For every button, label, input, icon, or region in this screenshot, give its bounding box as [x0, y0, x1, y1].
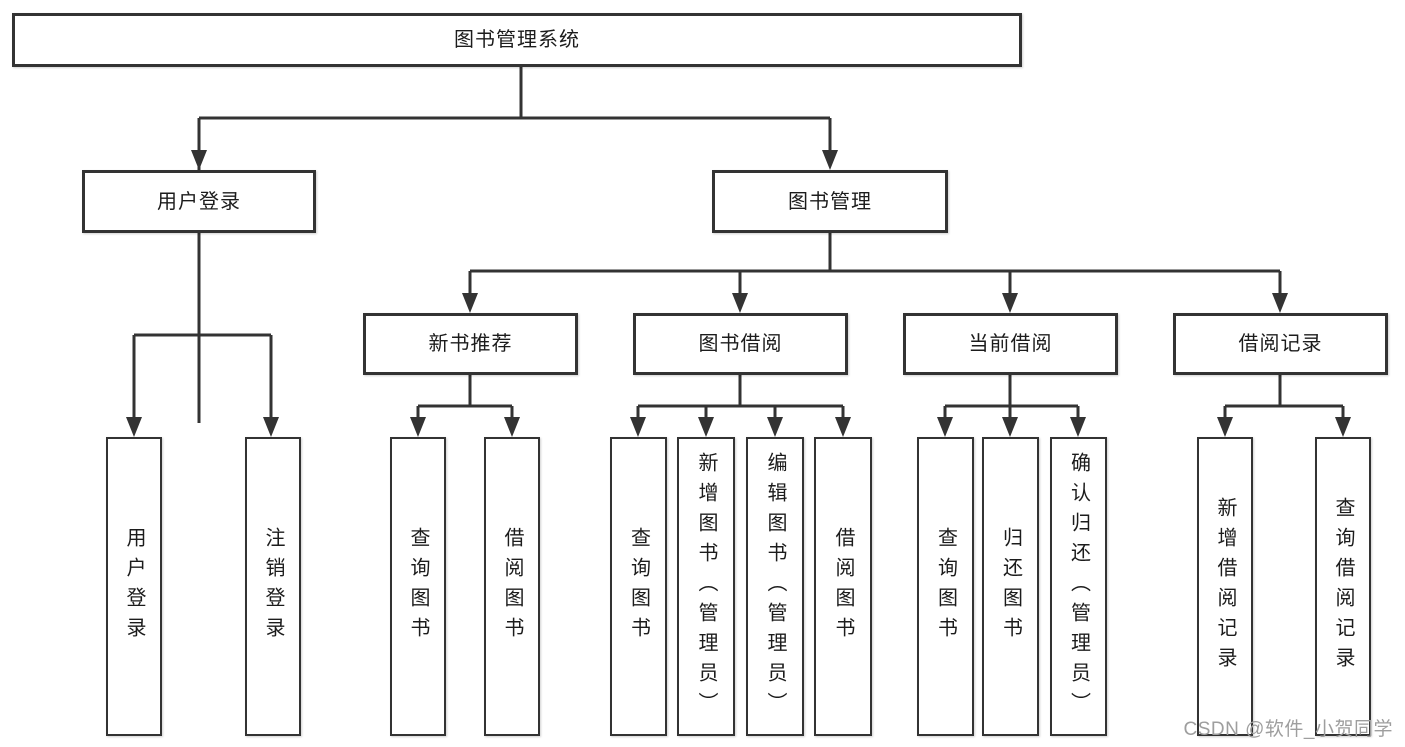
leaf-borrow-books-recommend: 借阅图书: [484, 437, 540, 736]
leaf-query-books-borrow-label: 查询图书: [627, 526, 650, 647]
node-borrow-records-label: 借阅记录: [1238, 333, 1323, 355]
node-root: 图书管理系统: [12, 13, 1022, 67]
leaf-query-books-recommend-label: 查询图书: [407, 526, 429, 647]
leaf-query-books-recommend: 查询图书: [390, 437, 446, 736]
leaf-logout-label: 注销登录: [262, 526, 284, 647]
csdn-watermark: CSDN @软件_小贺同学: [1183, 719, 1393, 740]
node-book-management: 图书管理: [712, 170, 948, 233]
leaf-user-login: 用户登录: [106, 437, 162, 736]
leaf-query-books-current: 查询图书: [917, 437, 974, 736]
node-current-borrow-label: 当前借阅: [968, 333, 1053, 355]
leaf-add-borrow-record-label: 新增借阅记录: [1214, 496, 1236, 677]
leaf-confirm-return-admin-label: 确认归还（管理员）: [1067, 451, 1090, 722]
node-current-borrow: 当前借阅: [903, 313, 1118, 375]
node-book-borrow: 图书借阅: [633, 313, 848, 375]
node-user-login: 用户登录: [82, 170, 316, 233]
node-user-login-label: 用户登录: [157, 190, 241, 213]
leaf-add-borrow-record: 新增借阅记录: [1197, 437, 1253, 736]
leaf-borrow-books-label: 借阅图书: [832, 526, 854, 647]
leaf-return-book-label: 归还图书: [999, 526, 1022, 647]
node-book-borrow-label: 图书借阅: [698, 333, 783, 355]
node-book-management-label: 图书管理: [788, 190, 872, 213]
node-new-book-recommend: 新书推荐: [363, 313, 578, 375]
leaf-query-books-borrow: 查询图书: [610, 437, 667, 736]
leaf-logout: 注销登录: [245, 437, 301, 736]
leaf-edit-book-admin: 编辑图书（管理员）: [746, 437, 804, 736]
node-borrow-records: 借阅记录: [1173, 313, 1388, 375]
leaf-edit-book-admin-label: 编辑图书（管理员）: [764, 451, 786, 722]
leaf-add-book-admin: 新增图书（管理员）: [677, 437, 735, 736]
leaf-borrow-books: 借阅图书: [814, 437, 872, 736]
leaf-query-borrow-record: 查询借阅记录: [1315, 437, 1371, 736]
leaf-confirm-return-admin: 确认归还（管理员）: [1050, 437, 1107, 736]
leaf-query-books-current-label: 查询图书: [934, 526, 957, 647]
leaf-add-book-admin-label: 新增图书（管理员）: [695, 451, 717, 722]
leaf-return-book: 归还图书: [982, 437, 1039, 736]
node-root-label: 图书管理系统: [454, 29, 580, 51]
leaf-user-login-label: 用户登录: [123, 526, 145, 647]
leaf-query-borrow-record-label: 查询借阅记录: [1332, 496, 1354, 677]
leaf-borrow-books-recommend-label: 借阅图书: [501, 526, 523, 647]
node-new-book-recommend-label: 新书推荐: [428, 333, 513, 355]
